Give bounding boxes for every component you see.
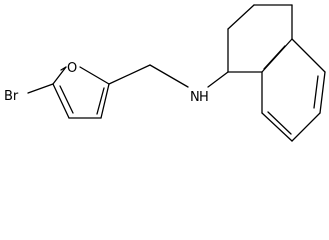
- molecule-drawing: Br O N H: [4, 4, 326, 142]
- bond-n-c1: [207, 71, 229, 88]
- oxygen-label: O: [67, 61, 77, 76]
- bond-o-c2: [79, 66, 110, 85]
- bond-c5-c6-double: [313, 75, 319, 109]
- bond-c4a-c5: [291, 38, 326, 73]
- bond-c7-c8: [261, 112, 293, 142]
- methylene-linker: [108, 64, 189, 88]
- bond-c5-c6: [319, 71, 326, 114]
- benzene-ring: [261, 38, 326, 142]
- amine-hydrogen-label: H: [199, 90, 209, 105]
- bromine-label: Br: [4, 89, 19, 104]
- bond-c5-br: [27, 83, 54, 94]
- bond-c4a-c8a-double: [263, 45, 286, 70]
- amine-nitrogen-label: N: [190, 90, 200, 105]
- bond-c2-ch2: [108, 64, 151, 85]
- bond-c5-o-upper: [52, 66, 67, 85]
- bond-c7-c8-double: [267, 111, 292, 135]
- bond-c2-c3: [100, 83, 110, 119]
- bond-c2-c3t: [227, 4, 255, 30]
- cyclohexane-ring: [227, 4, 293, 73]
- bond-c2-c3-double: [96, 87, 105, 115]
- bond-ch2-n: [149, 64, 189, 88]
- furan-ring: [27, 66, 110, 119]
- structure-canvas: Br O N H: [4, 4, 326, 142]
- bond-c4-c5: [52, 83, 70, 119]
- bond-c6-c7: [291, 112, 321, 142]
- bond-c4-c5-double: [59, 85, 74, 114]
